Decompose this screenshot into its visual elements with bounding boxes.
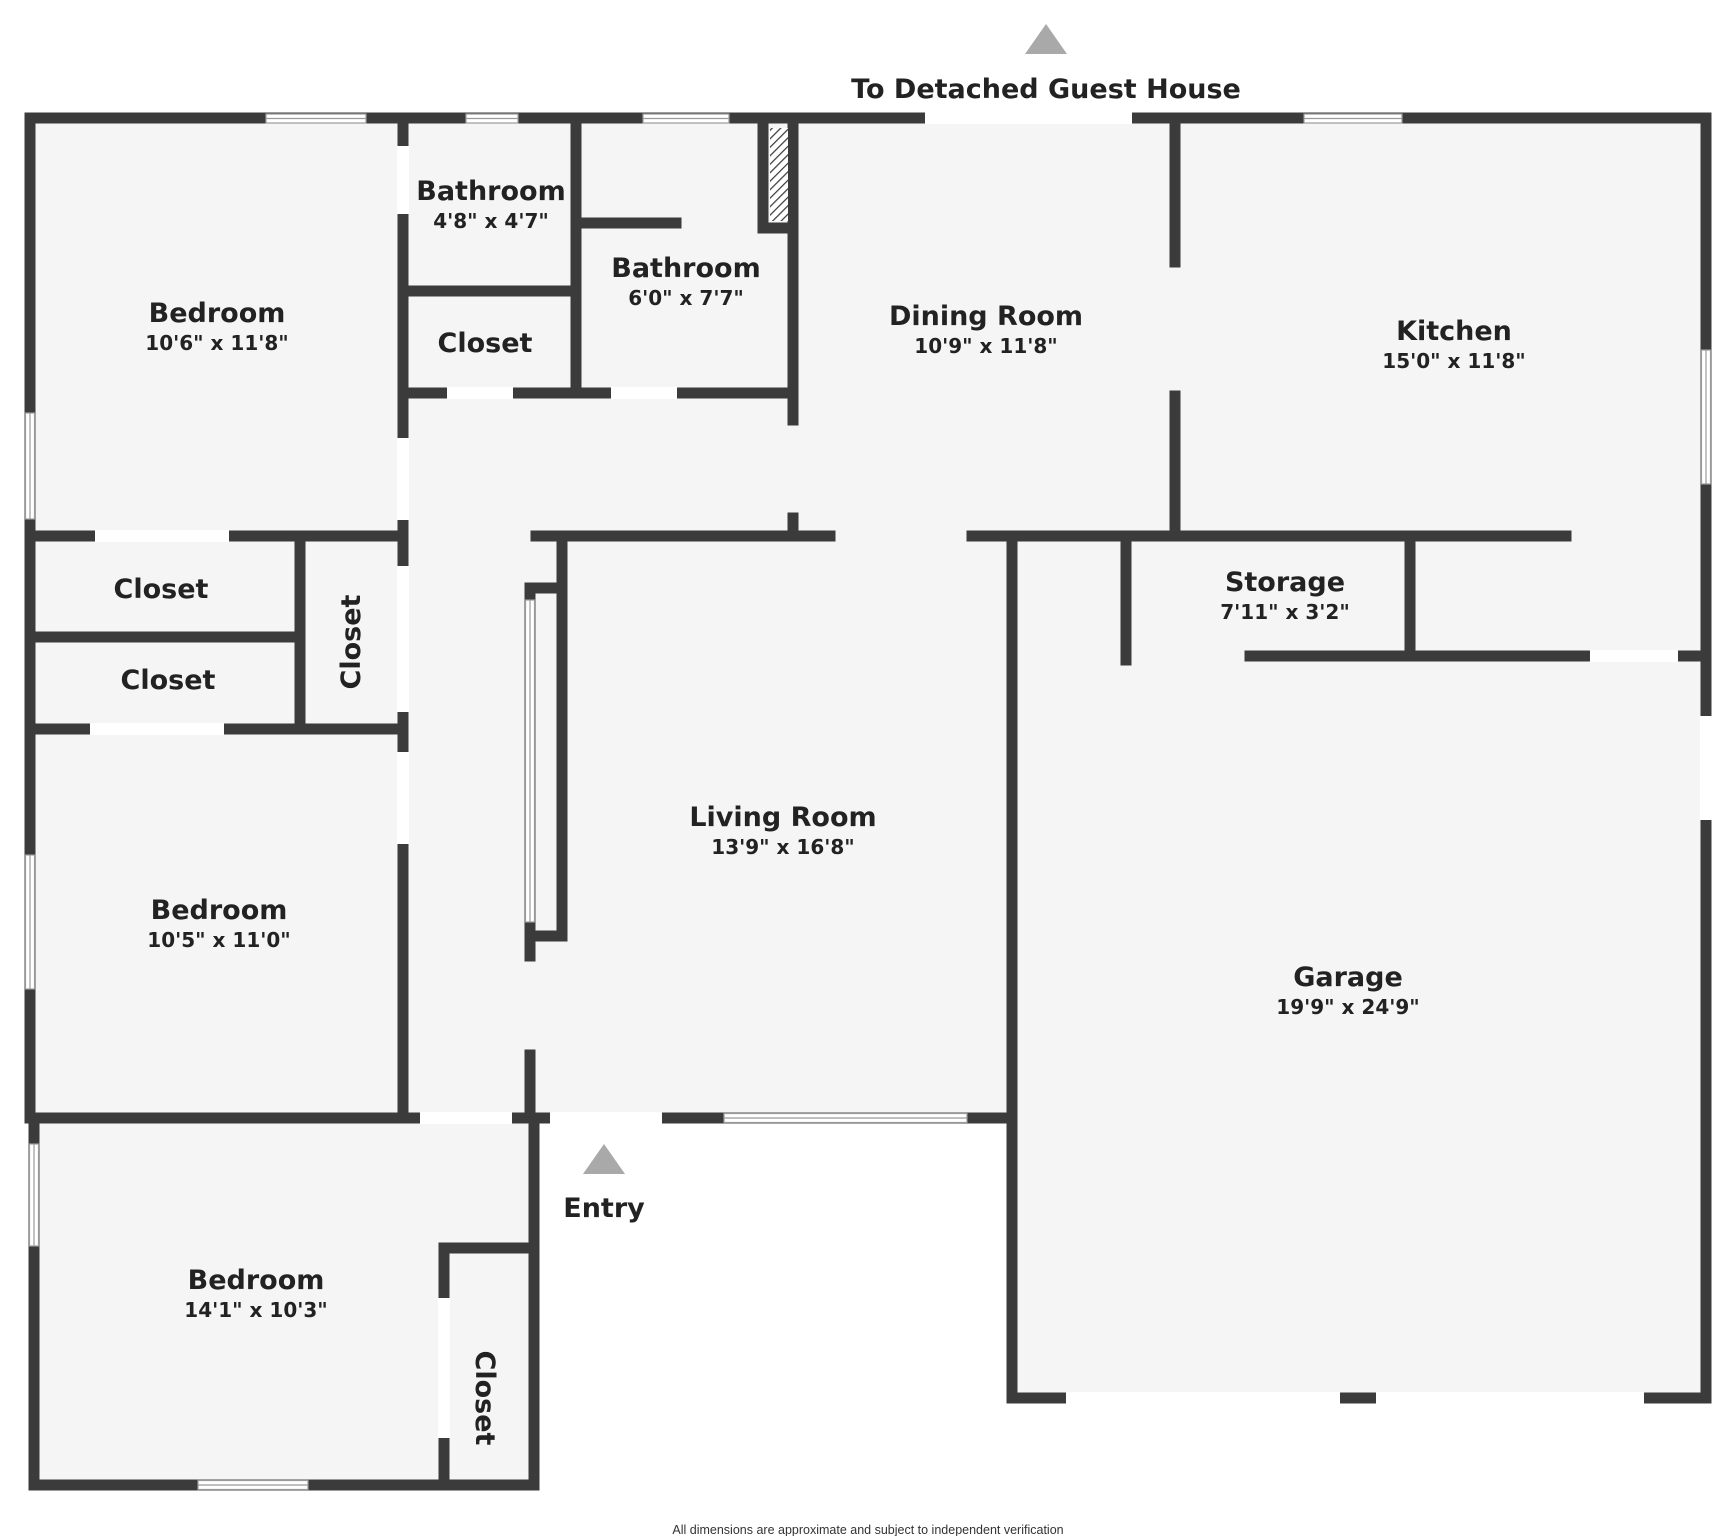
room-closet-4: Closet — [336, 594, 367, 689]
room-labels: Bedroom 10'6" x 11'8" Bathroom 4'8" x 4'… — [114, 176, 1526, 1446]
room-name: Bedroom — [188, 1265, 325, 1296]
disclaimer-text: All dimensions are approximate and subje… — [672, 1523, 1063, 1536]
room-name: Closet — [121, 665, 216, 696]
room-name: Closet — [114, 574, 209, 605]
door-openings — [90, 112, 1712, 1438]
room-dimensions: 13'9" x 16'8" — [711, 835, 854, 859]
room-dining-room: Dining Room 10'9" x 11'8" — [889, 301, 1083, 358]
room-dimensions: 10'5" x 11'0" — [147, 928, 290, 952]
room-bathroom-1: Bathroom 4'8" x 4'7" — [416, 176, 565, 233]
room-dimensions: 19'9" x 24'9" — [1276, 995, 1419, 1019]
window-bath1-top — [465, 113, 519, 124]
room-closet-2: Closet — [114, 574, 209, 605]
room-garage: Garage 19'9" x 24'9" — [1276, 962, 1419, 1019]
room-name: Garage — [1293, 962, 1403, 993]
room-closet-3: Closet — [121, 665, 216, 696]
room-name: Bathroom — [611, 253, 760, 284]
window-bedroom3-bottom — [197, 1479, 309, 1491]
room-bedroom-2: Bedroom 10'5" x 11'0" — [147, 895, 290, 952]
room-bathroom-2: Bathroom 6'0" x 7'7" — [611, 253, 760, 310]
room-dimensions: 6'0" x 7'7" — [628, 286, 744, 310]
room-bedroom-1: Bedroom 10'6" x 11'8" — [145, 298, 288, 355]
arrow-up-icon — [583, 1144, 625, 1174]
room-storage: Storage 7'11" x 3'2" — [1220, 567, 1350, 624]
room-living-room: Living Room 13'9" x 16'8" — [689, 802, 876, 859]
room-name: Closet — [438, 328, 533, 359]
room-closet-5: Closet — [469, 1351, 500, 1446]
entry-label: Entry — [563, 1193, 645, 1224]
room-name: Bathroom — [416, 176, 565, 207]
room-name: Closet — [336, 594, 367, 689]
room-name: Closet — [469, 1351, 500, 1446]
arrow-up-icon — [1025, 24, 1067, 54]
room-dimensions: 10'9" x 11'8" — [914, 334, 1057, 358]
window-bedroom3-left — [28, 1143, 40, 1247]
room-dimensions: 14'1" x 10'3" — [184, 1298, 327, 1322]
room-name: Kitchen — [1396, 316, 1512, 347]
room-name: Storage — [1225, 567, 1345, 598]
guest-house-label: To Detached Guest House — [851, 74, 1241, 105]
shaft-hatch — [770, 128, 788, 221]
room-name: Dining Room — [889, 301, 1083, 332]
floor-areas — [30, 118, 1706, 1485]
room-kitchen: Kitchen 15'0" x 11'8" — [1382, 316, 1525, 373]
room-dimensions: 15'0" x 11'8" — [1382, 349, 1525, 373]
room-name: Bedroom — [151, 895, 288, 926]
room-dimensions: 7'11" x 3'2" — [1220, 600, 1350, 624]
marker-guest-house: To Detached Guest House — [851, 24, 1241, 105]
window-bedroom2-left — [24, 854, 36, 990]
window-bedroom1-left — [24, 412, 36, 520]
window-hall-inner — [524, 599, 536, 923]
window-bedroom1-top — [265, 113, 367, 124]
room-name: Living Room — [689, 802, 876, 833]
window-living-bottom — [723, 1112, 968, 1124]
window-bath2-top — [642, 113, 730, 124]
window-kitchen-top — [1303, 113, 1403, 124]
room-closet-1: Closet — [438, 328, 533, 359]
room-dimensions: 10'6" x 11'8" — [145, 331, 288, 355]
marker-entry: Entry — [563, 1144, 645, 1224]
room-bedroom-3: Bedroom 14'1" x 10'3" — [184, 1265, 327, 1322]
room-dimensions: 4'8" x 4'7" — [433, 209, 549, 233]
windows — [24, 113, 1712, 1491]
room-name: Bedroom — [149, 298, 286, 329]
window-kitchen-right — [1700, 349, 1712, 485]
